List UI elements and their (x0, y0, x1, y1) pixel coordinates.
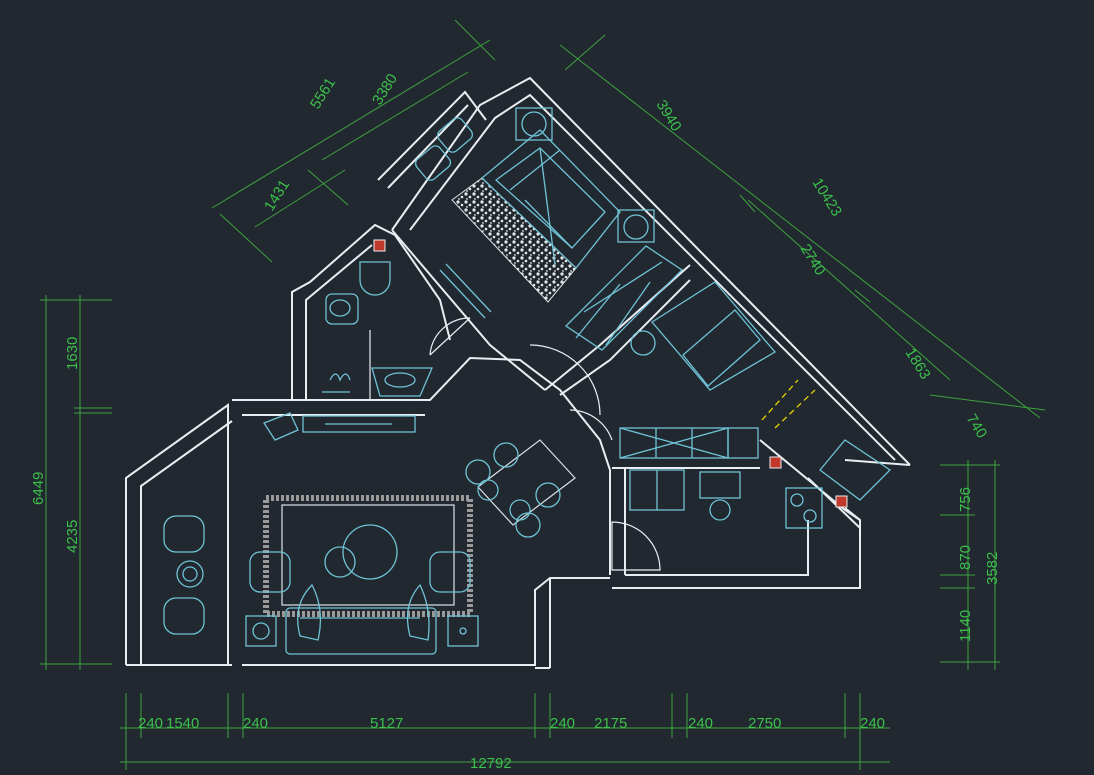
dim-top-right-1863: 1863 (902, 345, 934, 382)
dimension-lines (40, 19, 1046, 770)
dim-left-6449: 6449 (30, 472, 47, 505)
dim-right-3582: 3582 (984, 552, 1001, 585)
dim-top-left-3380: 3380 (369, 71, 401, 108)
dim-top-right-740: 740 (963, 411, 991, 441)
dim-bottom-total: 12792 (470, 755, 512, 772)
dim-left-4235: 4235 (64, 520, 81, 553)
dim-top-right-10423: 10423 (809, 175, 846, 219)
dim-right-756: 756 (957, 487, 974, 512)
bathroom-fixtures (322, 239, 433, 397)
dim-bottom-7: 240 (688, 715, 713, 732)
dim-bottom-3: 240 (243, 715, 268, 732)
living-room-furniture (163, 412, 576, 655)
kitchen-fixtures (619, 379, 892, 529)
dim-bottom-4: 5127 (370, 715, 403, 732)
dim-bottom-9: 240 (860, 715, 885, 732)
dim-top-right-2740: 2740 (797, 241, 829, 278)
doors (429, 317, 661, 571)
walls (125, 76, 911, 669)
dim-right-1140: 1140 (957, 610, 974, 642)
dim-left-1630: 1630 (64, 337, 81, 370)
dim-top-right-3940: 3940 (653, 97, 685, 134)
dim-bottom-2: 1540 (166, 715, 199, 732)
dim-bottom-5: 240 (550, 715, 575, 732)
dim-top-left-1431: 1431 (261, 177, 293, 214)
bedroom-furniture (414, 107, 777, 391)
dim-right-870: 870 (957, 545, 974, 570)
dim-bottom-6: 2175 (594, 715, 627, 732)
dim-bottom-8: 2750 (748, 715, 781, 732)
dim-top-left-5561: 5561 (307, 75, 339, 112)
dim-bottom-1: 240 (138, 715, 163, 732)
